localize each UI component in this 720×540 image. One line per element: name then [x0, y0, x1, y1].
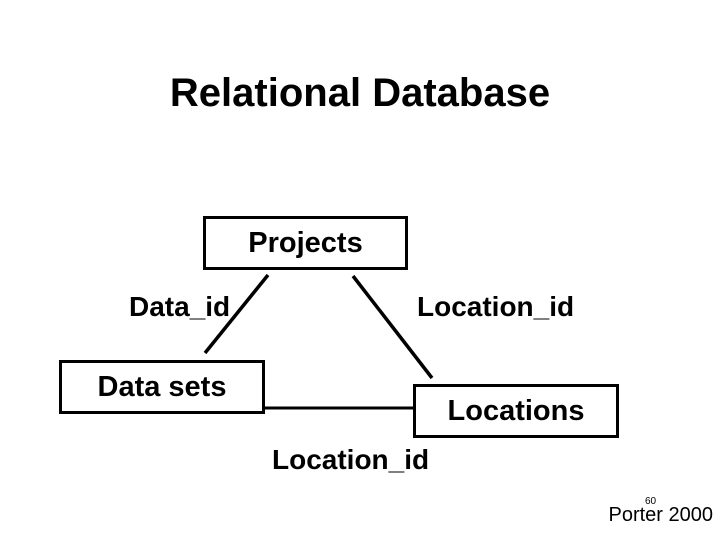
edge-projects-locations	[351, 274, 434, 380]
edge-label-data-id: Data_id	[129, 291, 231, 322]
edge-label-location-id-top: Location_id	[417, 291, 575, 322]
slide-number: 60	[645, 496, 657, 507]
entity-box-projects: Projects	[203, 216, 408, 270]
edge-projects-datasets	[203, 273, 270, 355]
entity-box-locations: Locations	[413, 384, 619, 438]
edge-label-location-id-bottom: Location_id	[272, 444, 430, 475]
entity-box-data-sets: Data sets	[59, 360, 265, 414]
entity-label-data-sets: Data sets	[97, 370, 227, 403]
entity-label-locations: Locations	[447, 394, 585, 427]
slide-title: Relational Database	[169, 71, 551, 115]
entity-label-projects: Projects	[248, 226, 363, 259]
citation-text: Porter 2000	[608, 504, 713, 526]
